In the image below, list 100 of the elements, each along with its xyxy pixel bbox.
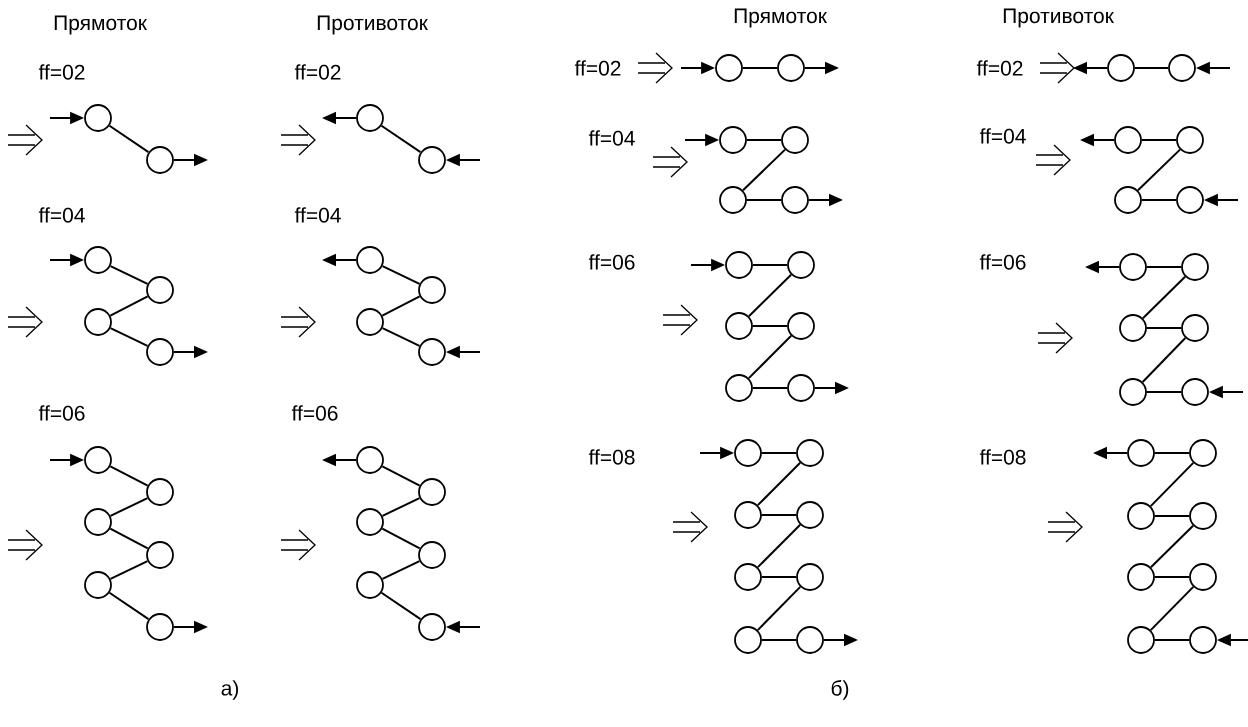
label-text: ff=02 [574, 60, 621, 76]
label-text: Противоток [1003, 8, 1114, 28]
connector-line [756, 585, 802, 632]
connector-line [381, 327, 421, 347]
connector-line [751, 325, 789, 327]
connector-line [760, 514, 798, 516]
connector-line [1145, 266, 1183, 268]
circle [734, 626, 762, 654]
connector-line [108, 124, 150, 154]
label-text: ff=02 [976, 60, 1023, 76]
connector-line [760, 576, 798, 578]
connector-line [747, 273, 793, 318]
circle [796, 563, 824, 591]
circle [715, 54, 743, 82]
circle [356, 571, 384, 599]
circle [356, 246, 384, 274]
connector-line [756, 461, 802, 507]
circle [84, 508, 112, 536]
circle [356, 104, 384, 132]
circle [719, 186, 747, 214]
connector-line [760, 639, 798, 641]
connector-line [1141, 336, 1187, 383]
circle [1127, 626, 1155, 654]
circle [84, 308, 112, 336]
connector-line [1149, 585, 1195, 632]
circle [1189, 502, 1217, 530]
circle [1127, 563, 1155, 591]
circle [796, 626, 824, 654]
label-text: ff=04 [588, 130, 635, 146]
circle [84, 446, 112, 474]
circle [356, 446, 384, 474]
circle [734, 563, 762, 591]
circle [777, 54, 805, 82]
circle [725, 251, 753, 279]
connector-line [381, 497, 421, 517]
connector-line [109, 527, 149, 550]
circle [1114, 186, 1142, 214]
circle [84, 104, 112, 132]
circle [1189, 626, 1217, 654]
label-text: ff=04 [38, 207, 85, 223]
label-text: ff=06 [291, 405, 338, 421]
label-text: ff=02 [38, 64, 85, 80]
connector-line [381, 265, 421, 285]
label-text: а) [221, 680, 239, 700]
circle [1181, 378, 1209, 406]
circle [796, 439, 824, 467]
connector-line [1149, 461, 1195, 508]
circle [1127, 439, 1155, 467]
connector-line [751, 264, 789, 266]
label-text: ff=06 [588, 254, 635, 270]
circle [1176, 186, 1204, 214]
circle [418, 338, 446, 366]
connector-line [745, 199, 783, 201]
connector-line [108, 591, 150, 621]
connector-line [742, 148, 786, 192]
circle [781, 186, 809, 214]
connector-line [109, 295, 149, 317]
connector-line [109, 560, 149, 580]
connector-line [1140, 139, 1178, 141]
connector-line [1145, 327, 1183, 329]
connector-line [1133, 67, 1170, 69]
connector-line [381, 560, 421, 580]
connector-line [109, 497, 149, 517]
circle [356, 308, 384, 336]
label-text: Противоток [317, 15, 428, 35]
circle [146, 478, 174, 506]
circle [1119, 378, 1147, 406]
connector-line [380, 124, 422, 154]
circle [734, 501, 762, 529]
connector-line [1153, 515, 1191, 517]
circle [796, 501, 824, 529]
connector-line [741, 67, 779, 69]
connector-line [109, 465, 149, 487]
label-text: ff=04 [979, 128, 1026, 144]
connector-line [751, 387, 789, 389]
circle [146, 541, 174, 569]
circle [787, 251, 815, 279]
label-text: ff=08 [979, 449, 1026, 465]
connector-line [1141, 275, 1187, 320]
circle [418, 613, 446, 641]
circle [1181, 253, 1209, 281]
circle [84, 246, 112, 274]
circle [1189, 439, 1217, 467]
label-text: Прямоток [54, 15, 148, 35]
label-text: ff=06 [979, 254, 1026, 270]
connector-line [1145, 391, 1183, 393]
circle [418, 478, 446, 506]
circle [1119, 253, 1147, 281]
connector-line [1149, 524, 1195, 569]
circle [1176, 126, 1204, 154]
connector-line [756, 523, 802, 569]
label-text: ff=08 [588, 449, 635, 465]
connector-line [1153, 639, 1191, 641]
circle [1114, 126, 1142, 154]
label-text: ff=02 [294, 64, 341, 80]
connector-line [380, 591, 422, 621]
label-text: Прямоток [734, 8, 828, 28]
circle [146, 338, 174, 366]
connector-line [381, 527, 421, 550]
connector-line [109, 327, 149, 347]
